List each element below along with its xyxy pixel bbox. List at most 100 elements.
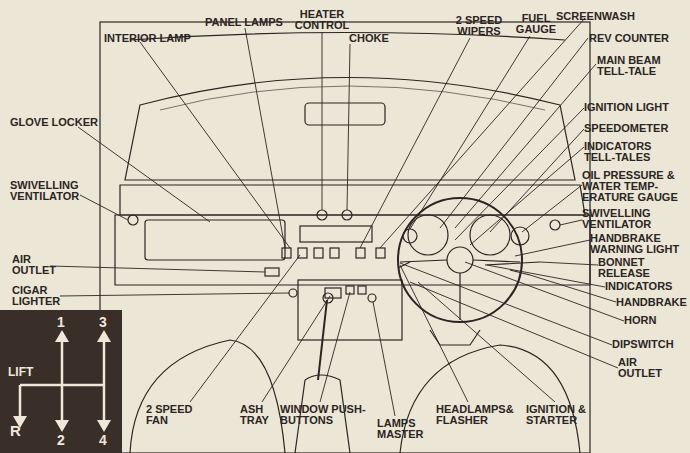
leader-line — [50, 266, 265, 272]
gear-number: 3 — [99, 314, 107, 330]
glove-locker — [145, 220, 285, 260]
callout-label: IGNITION LIGHT — [584, 102, 690, 113]
wheel-spokes — [400, 260, 520, 320]
callout-label: HORN — [624, 315, 684, 326]
callout-label: GLOVE LOCKER — [10, 117, 110, 128]
gear-pattern-box: LIFT 1 3R 2 4 — [0, 310, 122, 453]
callout-label: HEADLAMPS& FLASHER — [436, 404, 516, 426]
rev-counter-dial — [470, 215, 510, 255]
seat-right — [400, 345, 580, 453]
callout-label: 2 SPEED WIPERS — [448, 15, 510, 37]
callout-label: SPEEDOMETER — [584, 123, 684, 134]
gear-note: LIFT — [8, 365, 33, 379]
callout-label: ASH TRAY — [240, 404, 280, 426]
gear-number: 2 — [57, 432, 65, 448]
leader-line — [80, 195, 128, 220]
mirror — [305, 103, 385, 125]
leader-line — [455, 108, 584, 240]
leader-line — [190, 255, 300, 402]
leader-line — [522, 185, 582, 232]
switch — [314, 248, 323, 258]
windscreen-inner — [160, 86, 545, 110]
leader-line — [347, 44, 350, 210]
leader-line — [380, 18, 585, 248]
callout-label: HANDBRAKE WARNING LIGHT — [590, 233, 690, 255]
radio — [300, 226, 372, 242]
leader-line — [540, 262, 598, 265]
leader-line — [245, 28, 285, 248]
speedometer-dial — [408, 215, 448, 255]
callout-label: CIGAR LIGHTER — [12, 285, 82, 307]
horn-boss — [447, 247, 473, 273]
lamps-master — [368, 294, 376, 302]
leader-line — [78, 127, 210, 222]
air-outlet-left — [265, 268, 279, 276]
heater-knob — [317, 210, 327, 220]
callout-label: WINDOW PUSH-BUTTONS — [280, 404, 380, 426]
leader-line — [487, 265, 605, 287]
gear-number: 4 — [99, 432, 107, 448]
seat-left — [130, 340, 285, 453]
leader-line — [490, 129, 584, 232]
callout-label: IGNITION & STARTER — [526, 404, 602, 426]
cigar-lighter — [289, 289, 297, 297]
callout-label: DIPSWITCH — [612, 339, 690, 350]
switch — [330, 248, 339, 258]
callout-label: INDICATORS TELL-TALES — [584, 141, 684, 163]
callout-label: INDICATORS — [605, 281, 690, 292]
dash-top — [120, 185, 585, 215]
dash-panel — [115, 215, 590, 285]
gear-number: 1 — [57, 314, 65, 330]
leader-line — [410, 282, 618, 368]
leader-lines — [50, 18, 624, 416]
callout-label: LAMPS MASTER — [377, 418, 437, 440]
leader-line — [373, 302, 395, 416]
switch — [282, 248, 291, 258]
callout-label: SWIVELLING VENTILATOR — [582, 208, 682, 230]
callout-label: SCREENWASH — [556, 11, 640, 22]
leader-line — [400, 263, 612, 345]
callout-label: INTERIOR LAMP — [104, 33, 214, 44]
windscreen — [125, 78, 575, 181]
ventilator-right — [550, 220, 560, 230]
callout-label: HEATER CONTROL — [292, 9, 352, 31]
leader-line — [60, 293, 289, 296]
callout-label: FUEL GAUGE — [514, 13, 558, 35]
switch — [376, 248, 385, 258]
ventilator-left — [128, 215, 138, 225]
callout-label: REV COUNTER — [589, 33, 687, 44]
callout-label: HANDBRAKE — [616, 297, 690, 308]
leader-line — [455, 64, 596, 228]
pedal-shroud — [430, 330, 480, 345]
gear-knob — [323, 293, 333, 303]
callout-label: PANEL LAMPS — [205, 17, 295, 28]
leader-line — [400, 265, 468, 402]
callout-label: MAIN BEAM TELL-TALE — [597, 55, 671, 77]
leader-line — [322, 32, 323, 210]
leader-line — [262, 296, 330, 402]
callout-label: AIR OUTLET — [618, 357, 678, 379]
console — [298, 280, 402, 340]
switch — [356, 248, 365, 258]
leader-line — [560, 220, 582, 225]
gear-number: R — [10, 422, 21, 439]
illustration-frame — [100, 22, 590, 453]
callout-label: CHOKE — [349, 33, 399, 44]
leader-line — [140, 42, 290, 248]
callout-label: OIL PRESSURE & WATER TEMP-ERATURE GAUGE — [582, 170, 690, 203]
leader-line — [360, 38, 470, 248]
leader-line — [470, 147, 584, 245]
window-button — [358, 286, 366, 294]
callout-label: BONNET RELEASE — [598, 257, 678, 279]
leader-line — [440, 38, 588, 228]
leader-line — [515, 240, 590, 256]
leader-line — [530, 275, 616, 302]
callout-label: 2 SPEED FAN — [146, 404, 206, 426]
choke-knob — [342, 210, 352, 220]
callout-label: SWIVELLING VENTILATOR — [10, 180, 100, 202]
callout-label: AIR OUTLET — [12, 254, 72, 276]
leader-line — [418, 282, 555, 402]
leader-line — [320, 292, 350, 402]
leader-line — [410, 36, 530, 229]
